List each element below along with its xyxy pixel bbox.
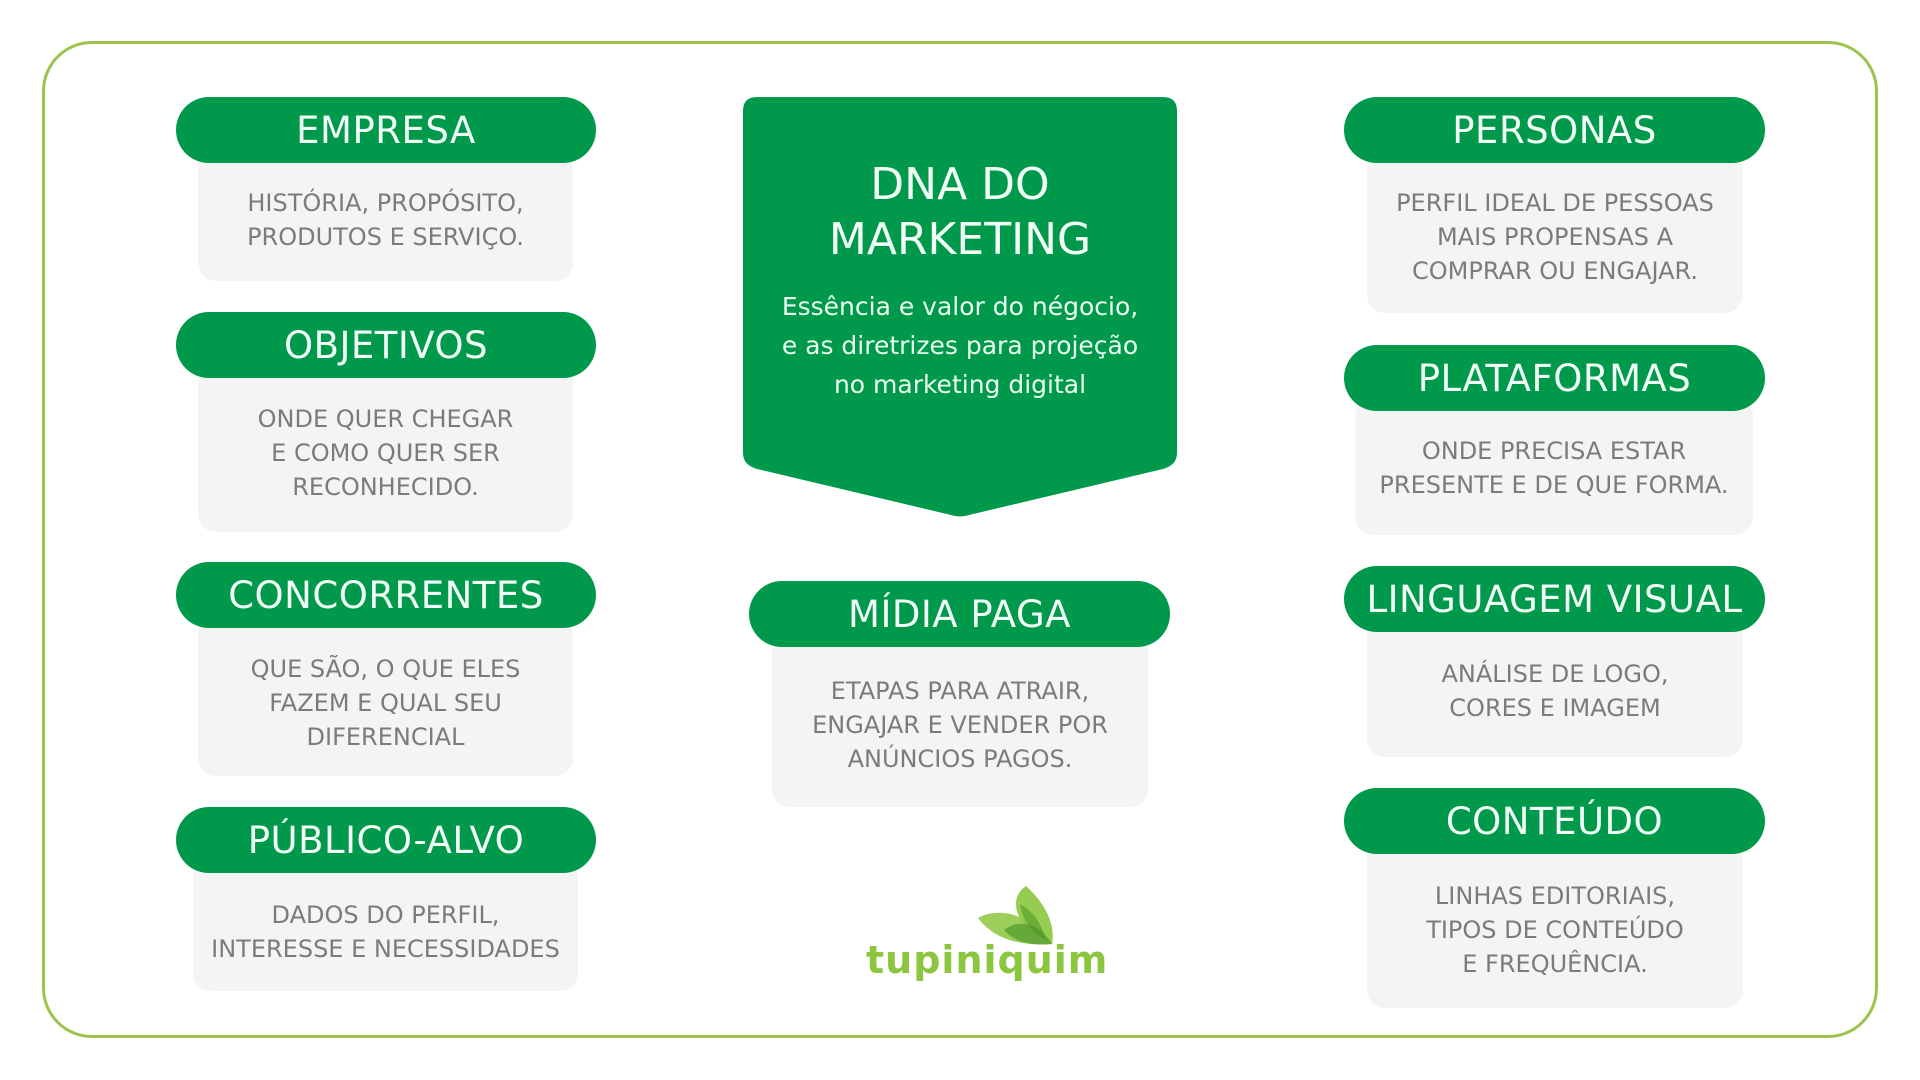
card-title: PLATAFORMAS [1344,345,1765,411]
tupiniquim-logo: tupiniquim [866,884,1109,982]
dna-subtitle: Essência e valor do négocio, e as diretr… [781,292,1139,399]
card-description: ANÁLISE DE LOGO, CORES E IMAGEM [1367,619,1743,757]
diagram-frame [42,41,1878,1038]
card-description-text: QUE SÃO, O QUE ELES FAZEM E QUAL SEU DIF… [250,655,521,751]
card-description: PERFIL IDEAL DE PESSOAS MAIS PROPENSAS A… [1367,150,1743,313]
logo-text: tupiniquim [866,938,1109,982]
dna-banner: DNA DO MARKETING Essência e valor do nég… [743,97,1177,517]
card-description-text: DADOS DO PERFIL, INTERESSE E NECESSIDADE… [211,901,560,963]
card-title: CONTEÚDO [1344,788,1765,854]
card-description-text: ONDE PRECISA ESTAR PRESENTE E DE QUE FOR… [1379,437,1729,499]
card-description: QUE SÃO, O QUE ELES FAZEM E QUAL SEU DIF… [198,615,573,776]
card-title: PERSONAS [1344,97,1765,163]
card-description-text: ONDE QUER CHEGAR E COMO QUER SER RECONHE… [257,405,514,501]
card-title: MÍDIA PAGA [749,581,1170,647]
card-title: PÚBLICO-ALVO [176,807,596,873]
card-description-text: ANÁLISE DE LOGO, CORES E IMAGEM [1441,660,1669,722]
card-description: ONDE QUER CHEGAR E COMO QUER SER RECONHE… [198,365,573,532]
card-description-text: LINHAS EDITORIAIS, TIPOS DE CONTEÚDO E F… [1426,882,1684,978]
card-description: ONDE PRECISA ESTAR PRESENTE E DE QUE FOR… [1355,398,1753,535]
card-description-text: PERFIL IDEAL DE PESSOAS MAIS PROPENSAS A… [1396,189,1714,285]
card-description-text: ETAPAS PARA ATRAIR, ENGAJAR E VENDER POR… [812,677,1108,773]
card-title: LINGUAGEM VISUAL [1344,566,1765,632]
card-description: DADOS DO PERFIL, INTERESSE E NECESSIDADE… [193,860,578,991]
card-title: OBJETIVOS [176,312,596,378]
banner-shape-icon [743,97,1177,517]
card-description: HISTÓRIA, PROPÓSITO, PRODUTOS E SERVIÇO. [198,150,573,281]
dna-title: DNA DO MARKETING [828,159,1092,265]
card-description-text: HISTÓRIA, PROPÓSITO, PRODUTOS E SERVIÇO. [247,189,524,251]
card-title: CONCORRENTES [176,562,596,628]
leaves-icon [978,886,1053,945]
card-description: ETAPAS PARA ATRAIR, ENGAJAR E VENDER POR… [772,634,1148,807]
card-title: EMPRESA [176,97,596,163]
card-description: LINHAS EDITORIAIS, TIPOS DE CONTEÚDO E F… [1367,841,1743,1008]
